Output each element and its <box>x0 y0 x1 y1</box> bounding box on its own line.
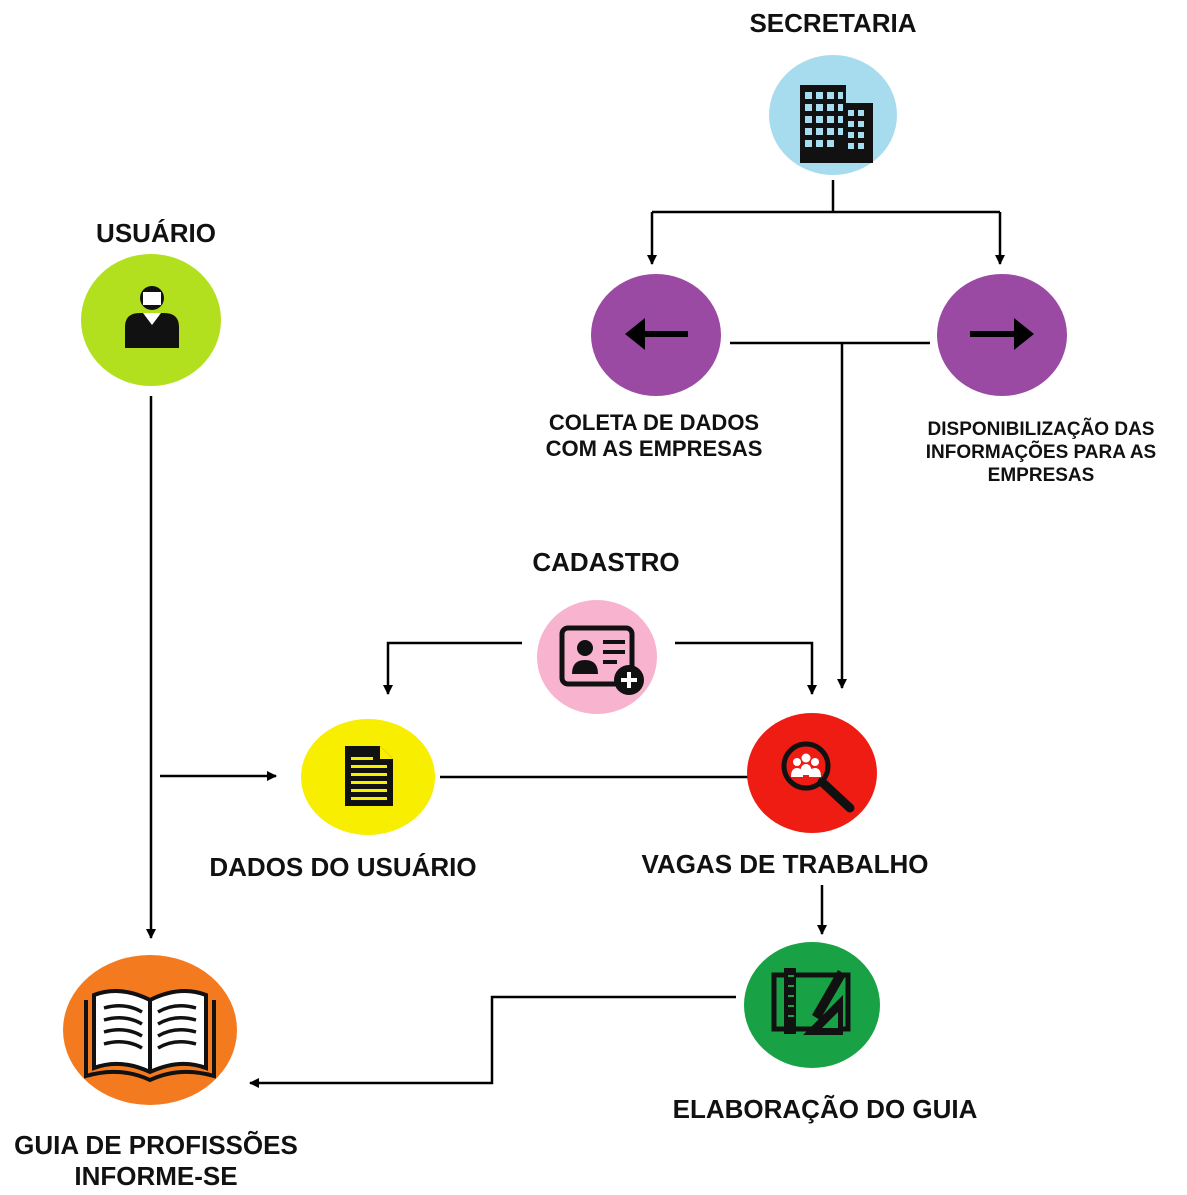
open-book-icon <box>84 989 216 1083</box>
label-disponibilizacao-line-2: INFORMAÇÕES PARA AS <box>925 441 1157 463</box>
node-usuario <box>81 254 221 386</box>
building-icon <box>800 85 873 163</box>
label-cadastro: CADASTRO <box>532 547 680 577</box>
connectors <box>146 180 1005 1088</box>
arrow-cadastro-to-dados <box>383 641 522 695</box>
label-coleta-line-1: COLETA DE DADOS <box>548 410 760 435</box>
contact-card-add-icon <box>559 625 644 695</box>
label-dados-usuario: DADOS DO USUÁRIO <box>209 852 477 882</box>
label-guia-line-1: GUIA DE PROFISSÕES <box>14 1130 298 1160</box>
connector-secretaria-split <box>652 180 1000 214</box>
arrow-elaboracao-to-guia <box>249 995 736 1088</box>
node-guia <box>63 955 237 1105</box>
node-coleta <box>591 274 721 396</box>
node-cadastro-circle <box>537 600 657 714</box>
node-secretaria <box>769 55 897 175</box>
node-disponibilizacao <box>937 274 1067 396</box>
label-disponibilizacao-line-1: DISPONIBILIZAÇÃO DAS <box>927 419 1155 440</box>
label-guia-line-2: INFORME-SE <box>74 1161 238 1192</box>
people-search-icon <box>781 741 855 813</box>
user-icon <box>125 286 179 348</box>
arrow-cadastro-to-vagas <box>675 641 817 695</box>
document-icon <box>345 746 393 806</box>
label-usuario: USUÁRIO <box>96 218 216 248</box>
node-elaboracao-circle <box>744 942 880 1068</box>
label-disponibilizacao: DISPONIBILIZAÇÃO DAS INFORMAÇÕES PARA AS… <box>896 419 1186 487</box>
label-coleta: COLETA DE DADOS COM AS EMPRESAS <box>504 410 804 463</box>
arrow-right-icon <box>970 318 1034 350</box>
node-elaboracao <box>744 942 880 1068</box>
label-secretaria: SECRETARIA <box>749 8 917 38</box>
label-coleta-line-2: COM AS EMPRESAS <box>545 436 763 462</box>
label-guia: GUIA DE PROFISSÕES INFORME-SE <box>0 1130 312 1192</box>
arrow-left-icon <box>625 318 688 350</box>
node-cadastro <box>537 600 657 714</box>
node-dados-usuario <box>301 719 435 835</box>
label-elaboracao: ELABORAÇÃO DO GUIA <box>672 1094 978 1124</box>
label-disponibilizacao-line-3: EMPRESAS <box>987 464 1095 486</box>
node-vagas <box>747 713 877 833</box>
label-vagas: VAGAS DE TRABALHO <box>641 849 929 879</box>
design-tools-icon <box>771 968 851 1035</box>
